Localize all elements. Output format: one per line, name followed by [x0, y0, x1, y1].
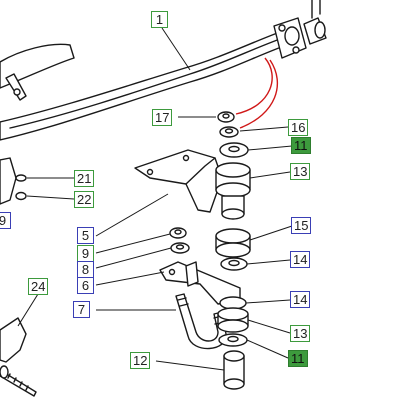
- leader-14-upper: [246, 259, 291, 265]
- rubber-mount-13-top: [215, 162, 251, 178]
- upper-bracket-hole: [146, 168, 154, 176]
- callout-16[interactable]: 16: [288, 119, 309, 136]
- leader-13-upper: [249, 171, 291, 179]
- callout-1[interactable]: 1: [151, 11, 168, 28]
- leader-1: [161, 27, 191, 71]
- rubber-mount-15-top: [215, 228, 251, 244]
- callout-15[interactable]: 15: [291, 217, 312, 234]
- nut-9-hole: [174, 229, 182, 235]
- leader-22: [26, 195, 75, 200]
- u-bolt-thread: [177, 297, 224, 325]
- callout-21[interactable]: 21: [74, 170, 95, 187]
- callout-11-lower[interactable]: 11: [288, 350, 308, 367]
- leader-13-lower: [247, 319, 291, 334]
- rubber-mount-15-bottom: [215, 242, 251, 258]
- rubber-mount-13-lower-top: [217, 307, 249, 321]
- callout-13-upper[interactable]: 13: [290, 163, 311, 180]
- leader-9: [95, 233, 171, 254]
- rubber-mount-stem-end: [221, 208, 245, 220]
- silencer-body: [0, 43, 75, 89]
- front-pipe-highlight: [9, 38, 281, 129]
- washer-11-upper-hole: [228, 145, 240, 153]
- pipe-outlet: [284, 26, 300, 46]
- rubber-mount-13-lower-bottom: [217, 319, 249, 333]
- spacer-tube-top: [223, 350, 245, 362]
- washer-16-hole: [224, 128, 234, 134]
- lower-bracket-hole: [168, 268, 176, 276]
- nut-22: [15, 191, 27, 201]
- left-mount-bracket: [0, 157, 17, 205]
- leader-11-lower: [246, 339, 289, 359]
- red-curve-outer: [235, 57, 273, 115]
- washer-14-lower: [219, 296, 247, 310]
- manifold-stud: [311, 0, 321, 19]
- leader-24: [17, 293, 39, 327]
- callout-12[interactable]: 12: [130, 352, 151, 369]
- bracket-24: [0, 317, 27, 363]
- flange-bolt-hole-2: [292, 46, 300, 54]
- lower-bracket-flange: [185, 261, 199, 287]
- callout-7[interactable]: 7: [73, 301, 90, 318]
- red-curve-inner: [239, 59, 279, 129]
- callout-11-upper[interactable]: 11: [291, 137, 311, 154]
- flange-bolt-hole: [278, 24, 286, 32]
- leader-11-upper: [247, 145, 293, 151]
- callout-14-upper[interactable]: 14: [290, 251, 311, 268]
- leader-5: [95, 193, 169, 237]
- rubber-mount-13-bottom: [215, 182, 251, 198]
- leader-6: [95, 271, 165, 286]
- washer-11-lower-hole: [227, 335, 239, 343]
- silencer-bracket-hole: [13, 88, 21, 96]
- callout-8[interactable]: 8: [77, 261, 94, 278]
- spacer-tube-bottom: [223, 378, 245, 390]
- upper-bracket-hole-2: [182, 154, 190, 162]
- bolt-24-nut: [0, 365, 9, 379]
- upper-bracket-fold: [185, 157, 216, 185]
- leader-8: [95, 247, 172, 269]
- washer-14-upper-hole: [228, 259, 240, 267]
- callout-14-lower[interactable]: 14: [290, 291, 311, 308]
- callout-22[interactable]: 22: [74, 191, 95, 208]
- callout-6[interactable]: 6: [77, 277, 94, 294]
- callout-9-edge[interactable]: 9: [0, 212, 11, 229]
- callout-5[interactable]: 5: [77, 227, 94, 244]
- nut-17-hole: [222, 113, 230, 119]
- washer-8-hole: [175, 244, 185, 250]
- manifold-stub-end: [314, 21, 326, 39]
- callout-24[interactable]: 24: [28, 278, 49, 295]
- leader-14-lower: [245, 299, 291, 304]
- callout-9[interactable]: 9: [77, 245, 94, 262]
- washer-21: [15, 174, 27, 182]
- leader-15: [249, 225, 293, 241]
- upper-bracket: [134, 149, 223, 213]
- leader-12: [155, 360, 225, 371]
- callout-17[interactable]: 17: [152, 109, 173, 126]
- callout-13-lower[interactable]: 13: [290, 325, 311, 342]
- leader-16: [239, 126, 289, 132]
- bolt-24-thread: [7, 373, 29, 391]
